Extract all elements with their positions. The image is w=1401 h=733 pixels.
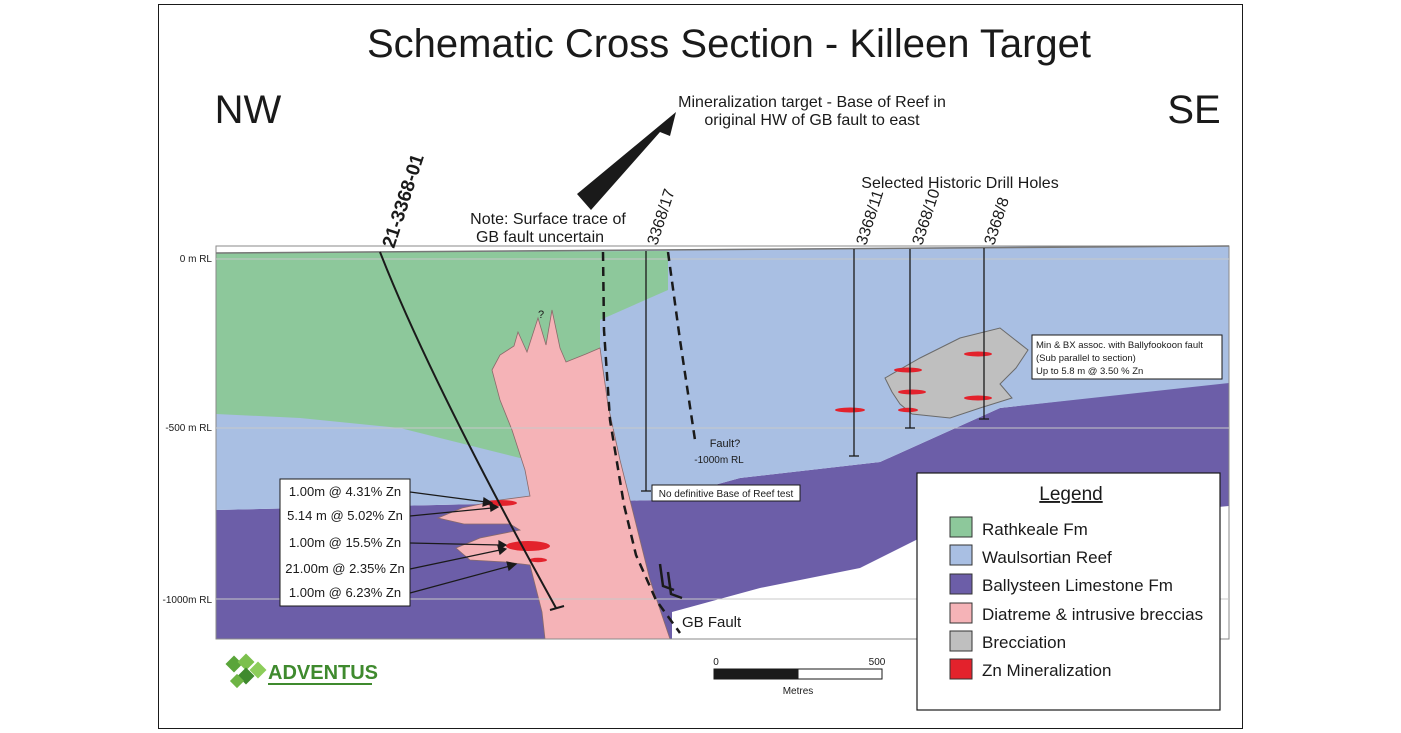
- brecciation-zone: [884, 327, 1029, 419]
- ground-surface-line: [215, 245, 1230, 254]
- legend-swatch-brecciation: [949, 630, 973, 652]
- target-arrow-icon: [577, 112, 676, 210]
- legend-swatches: [949, 516, 973, 680]
- depth-label-1000: -1000m RL: [163, 595, 213, 606]
- mineralization-callout-line2: (Sub parallel to section): [1036, 353, 1136, 364]
- adventus-logo-icon: [225, 653, 267, 689]
- no-base-test-box: [651, 484, 801, 502]
- section-border: [215, 245, 1230, 640]
- historic-hole-label-8: 3368/8: [982, 195, 1013, 247]
- fault-question-label: Fault?: [710, 438, 741, 450]
- depth-label-500: -500 m RL: [165, 423, 212, 434]
- no-base-test-label: No definitive Base of Reef test: [659, 489, 794, 500]
- gb-fault-line: [601, 251, 682, 634]
- diatreme-breccia-body: [436, 309, 671, 639]
- question-mark-label: ?: [538, 309, 544, 321]
- historic-drill-holes-label: Selected Historic Drill Holes: [861, 175, 1058, 192]
- scale-bar: [713, 668, 883, 680]
- legend-swatch-ballysteen: [949, 573, 973, 595]
- scale-start-label: 0: [713, 657, 719, 668]
- target-note-line2: original HW of GB fault to east: [704, 112, 920, 129]
- inferred-fault-line: [666, 251, 697, 441]
- legend-label-brecciation: Brecciation: [982, 633, 1066, 652]
- intercepts-box: [279, 478, 411, 607]
- legend-label-waulsortian: Waulsortian Reef: [982, 548, 1112, 567]
- mineralization-callout-line1: Min & BX assoc. with Ballyfookoon fault: [1036, 340, 1203, 351]
- adventus-logo-text: ADVENTUS: [268, 662, 378, 684]
- direction-nw: NW: [215, 88, 282, 132]
- gb-fault-label: GB Fault: [682, 614, 742, 631]
- surface-note-line2: GB fault uncertain: [476, 229, 604, 246]
- drill-hole-21-3368-01: [379, 251, 557, 609]
- legend-swatch-zn: [949, 658, 973, 680]
- historic-hole-label-11: 3368/11: [854, 188, 888, 247]
- legend-label-diatreme: Diatreme & intrusive breccias: [982, 605, 1203, 624]
- legend-swatch-waulsortian: [949, 544, 973, 566]
- target-note-line1: Mineralization target - Base of Reef in: [678, 94, 946, 111]
- depth-label-0: 0 m RL: [180, 254, 213, 265]
- zn-mineralization-lenses: [483, 351, 992, 563]
- fault-rl-label: -1000m RL: [694, 455, 744, 466]
- drill-hole-main-label: 21-3368-01: [379, 151, 429, 250]
- legend-label-ballysteen: Ballysteen Limestone Fm: [982, 576, 1173, 595]
- fault-movement-icon: [658, 563, 683, 600]
- intercept-3: 1.00m @ 15.5% Zn: [289, 535, 401, 550]
- scale-unit-label: Metres: [783, 686, 814, 697]
- figure-frame: [158, 4, 1243, 729]
- surface-note-line1: Note: Surface trace of: [470, 211, 626, 228]
- scale-end-label: 500: [869, 657, 886, 668]
- legend-title: Legend: [1039, 484, 1102, 505]
- drill-hole-end-tick: [549, 605, 565, 611]
- intercept-2: 5.14 m @ 5.02% Zn: [287, 508, 403, 523]
- historic-hole-label-17: 3368/17: [645, 187, 679, 247]
- diagram-title: Schematic Cross Section - Killeen Target: [367, 22, 1091, 66]
- intercept-5: 1.00m @ 6.23% Zn: [289, 585, 401, 600]
- legend-swatch-diatreme: [949, 602, 973, 624]
- legend-label-zn: Zn Mineralization: [982, 661, 1111, 680]
- legend-swatch-rathkeale: [949, 516, 973, 538]
- legend-label-rathkeale: Rathkeale Fm: [982, 520, 1088, 539]
- intercept-4: 21.00m @ 2.35% Zn: [285, 561, 404, 576]
- intercept-1: 1.00m @ 4.31% Zn: [289, 484, 401, 499]
- direction-se: SE: [1167, 88, 1220, 132]
- mineralization-callout-box: [1031, 334, 1223, 380]
- intercept-leader-arrows: [409, 491, 518, 594]
- mineralization-callout-line3: Up to 5.8 m @ 3.50 % Zn: [1036, 366, 1143, 377]
- historic-drill-holes: [641, 248, 989, 492]
- historic-hole-label-10: 3368/10: [910, 187, 944, 247]
